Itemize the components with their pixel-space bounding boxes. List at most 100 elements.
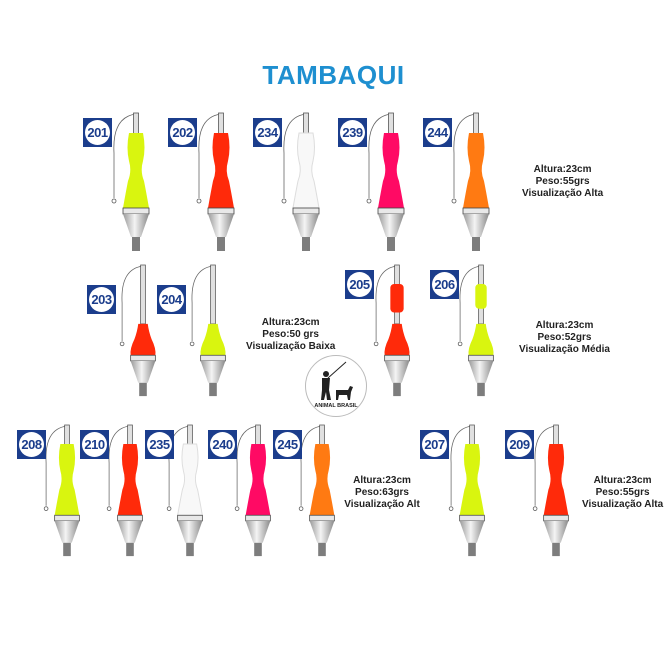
snap-swivel <box>166 506 172 511</box>
product-code: 208 <box>19 432 44 457</box>
spec-visibility: Visualização Alta <box>582 499 664 510</box>
float-235 <box>166 424 203 557</box>
spec-visibility: Visualização Média <box>519 344 610 355</box>
product-code-badge: 202 <box>168 118 197 147</box>
snap-swivel <box>366 198 372 204</box>
float-body <box>177 443 203 516</box>
product-code-badge: 209 <box>505 430 534 459</box>
float-cone <box>54 520 80 543</box>
float-body <box>463 133 489 208</box>
float-234 <box>281 112 320 251</box>
leader-wire <box>121 265 144 342</box>
float-body <box>208 133 234 208</box>
float-cone <box>459 520 485 543</box>
spec-block: Altura:23cm Peso:55grs Visualização Alta <box>522 164 603 200</box>
leader-wire <box>375 265 398 342</box>
snap-swivel <box>43 506 49 511</box>
float-body <box>130 323 156 356</box>
product-code-badge: 240 <box>208 430 237 459</box>
float-tip <box>217 237 225 251</box>
snap-swivel <box>281 198 287 204</box>
float-cone <box>123 214 149 237</box>
leader-wire <box>113 113 137 198</box>
leader-wire <box>368 113 392 198</box>
snap-swivel <box>234 506 240 511</box>
float-tip <box>254 542 262 557</box>
float-body <box>543 444 569 516</box>
float-cone <box>468 360 494 383</box>
product-code-badge: 201 <box>83 118 112 147</box>
product-code-badge: 203 <box>87 285 116 314</box>
float-cone <box>200 360 226 383</box>
float-body <box>309 444 335 516</box>
float-tip <box>186 542 194 557</box>
float-cone <box>245 520 271 543</box>
float-239 <box>366 112 405 251</box>
float-tip <box>387 237 395 251</box>
leader-wire <box>534 425 557 506</box>
float-band <box>130 354 156 362</box>
product-code: 235 <box>147 432 172 457</box>
product-code-badge: 205 <box>345 270 374 299</box>
float-204 <box>189 264 226 397</box>
float-band <box>122 207 150 215</box>
float-tip <box>472 237 480 251</box>
leader-wire <box>198 113 222 198</box>
float-band <box>207 207 235 215</box>
spec-visibility: Visualização Alt <box>344 499 420 510</box>
snap-swivel <box>448 506 454 511</box>
product-code: 234 <box>255 120 280 145</box>
float-body <box>54 444 80 516</box>
product-code-badge: 208 <box>17 430 46 459</box>
float-body <box>468 323 494 356</box>
float-cone <box>117 520 143 543</box>
float-201 <box>111 112 150 251</box>
float-band <box>468 354 494 362</box>
product-code: 209 <box>507 432 532 457</box>
float-band <box>117 514 143 522</box>
float-tip <box>552 542 560 557</box>
spec-weight: Peso:63grs <box>355 487 409 498</box>
float-tip <box>139 382 147 397</box>
product-code: 206 <box>432 272 457 297</box>
float-band <box>462 207 490 215</box>
float-body <box>378 133 404 208</box>
snap-swivel <box>196 198 202 204</box>
float-208 <box>43 424 80 557</box>
product-code-badge: 239 <box>338 118 367 147</box>
float-207 <box>448 424 485 557</box>
float-tip <box>126 542 134 557</box>
snap-swivel <box>532 506 538 511</box>
antenna-rod <box>140 264 146 325</box>
spec-block: Altura:23cm Peso:63grs Visualização Alt <box>343 475 421 511</box>
float-band <box>543 514 569 522</box>
leader-wire <box>108 425 131 506</box>
float-tip <box>318 542 326 557</box>
float-cone <box>177 520 203 543</box>
product-code: 244 <box>425 120 450 145</box>
float-band <box>200 354 226 362</box>
snap-swivel <box>106 506 112 511</box>
product-code: 207 <box>422 432 447 457</box>
product-code-badge: 207 <box>420 430 449 459</box>
spec-height: Altura:23cm <box>353 475 411 486</box>
spec-block: Altura:23cm Peso:52grs Visualização Médi… <box>519 320 610 356</box>
product-code: 239 <box>340 120 365 145</box>
spec-weight: Peso:55grs <box>535 176 590 187</box>
spec-visibility: Visualização Baixa <box>246 341 336 352</box>
animal-brasil-logo: ANIMAL BRASIL <box>305 355 367 417</box>
spec-height: Altura:23cm <box>533 164 592 175</box>
leader-wire <box>236 425 259 506</box>
float-cone <box>543 520 569 543</box>
spec-height: Altura:23cm <box>593 475 652 486</box>
product-code-badge: 245 <box>273 430 302 459</box>
snap-swivel <box>111 198 117 204</box>
float-body <box>384 323 410 356</box>
float-tip <box>468 542 476 557</box>
leader-wire <box>45 425 68 506</box>
spec-weight: Peso:50 grs <box>262 329 319 340</box>
snap-swivel <box>457 341 463 347</box>
float-body <box>245 444 271 516</box>
